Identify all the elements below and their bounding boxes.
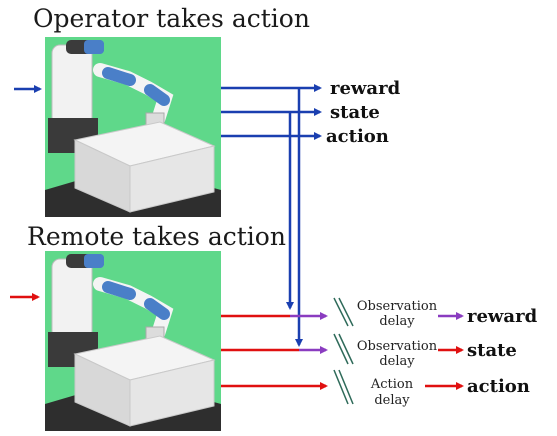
robot-arm-scene-remote-icon	[45, 251, 221, 431]
remote-reward-label: reward	[467, 306, 538, 327]
remote-output-arrows	[221, 312, 328, 390]
action-delay-line1: Action	[370, 377, 414, 392]
operator-output-arrows	[221, 84, 322, 347]
state-delay-line2: delay	[379, 354, 415, 369]
delay-hatch-marks	[333, 297, 354, 405]
action-delay-line2: delay	[374, 393, 410, 408]
state-delay-line1: Observation	[357, 339, 438, 354]
operator-state-label: state	[330, 102, 380, 123]
operator-title: Operator takes action	[33, 4, 310, 33]
remote-state-label: state	[467, 340, 517, 361]
remote-action-label: action	[467, 376, 530, 397]
operator-reward-label: reward	[330, 78, 401, 99]
remote-title: Remote takes action	[27, 222, 286, 251]
reward-delay-line1: Observation	[357, 299, 438, 314]
reward-delay-line2: delay	[379, 314, 415, 329]
robot-arm-scene-operator-icon	[45, 37, 221, 217]
operator-action-label: action	[326, 126, 389, 147]
